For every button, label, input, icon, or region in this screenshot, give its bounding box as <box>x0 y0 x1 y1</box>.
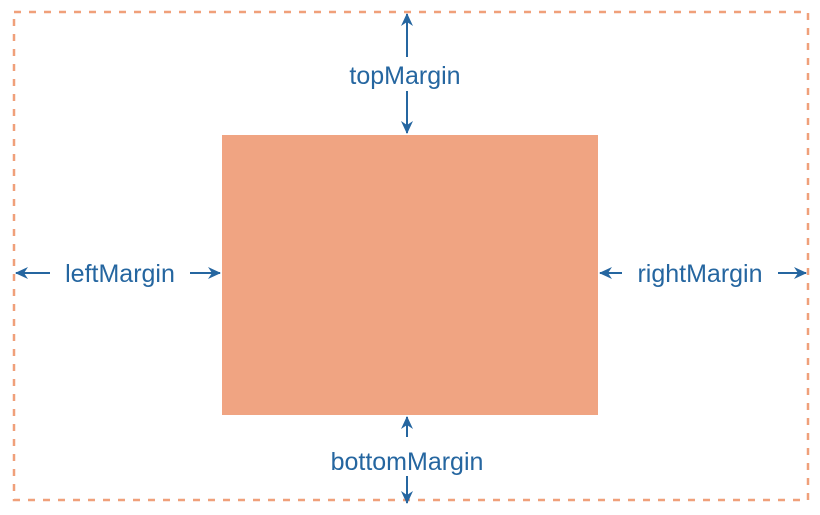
top-margin-label: topMargin <box>349 62 460 90</box>
left-margin-indicator: leftMargin <box>15 260 221 288</box>
page-boundary-frame <box>12 10 810 502</box>
bottom-margin-indicator: bottomMargin <box>331 416 484 504</box>
left-margin-label: leftMargin <box>65 260 175 288</box>
right-margin-indicator: rightMargin <box>599 260 807 288</box>
bottom-margin-label: bottomMargin <box>331 448 484 476</box>
top-margin-indicator: topMargin <box>349 13 461 134</box>
content-box <box>222 135 598 415</box>
right-margin-label: rightMargin <box>637 260 762 288</box>
